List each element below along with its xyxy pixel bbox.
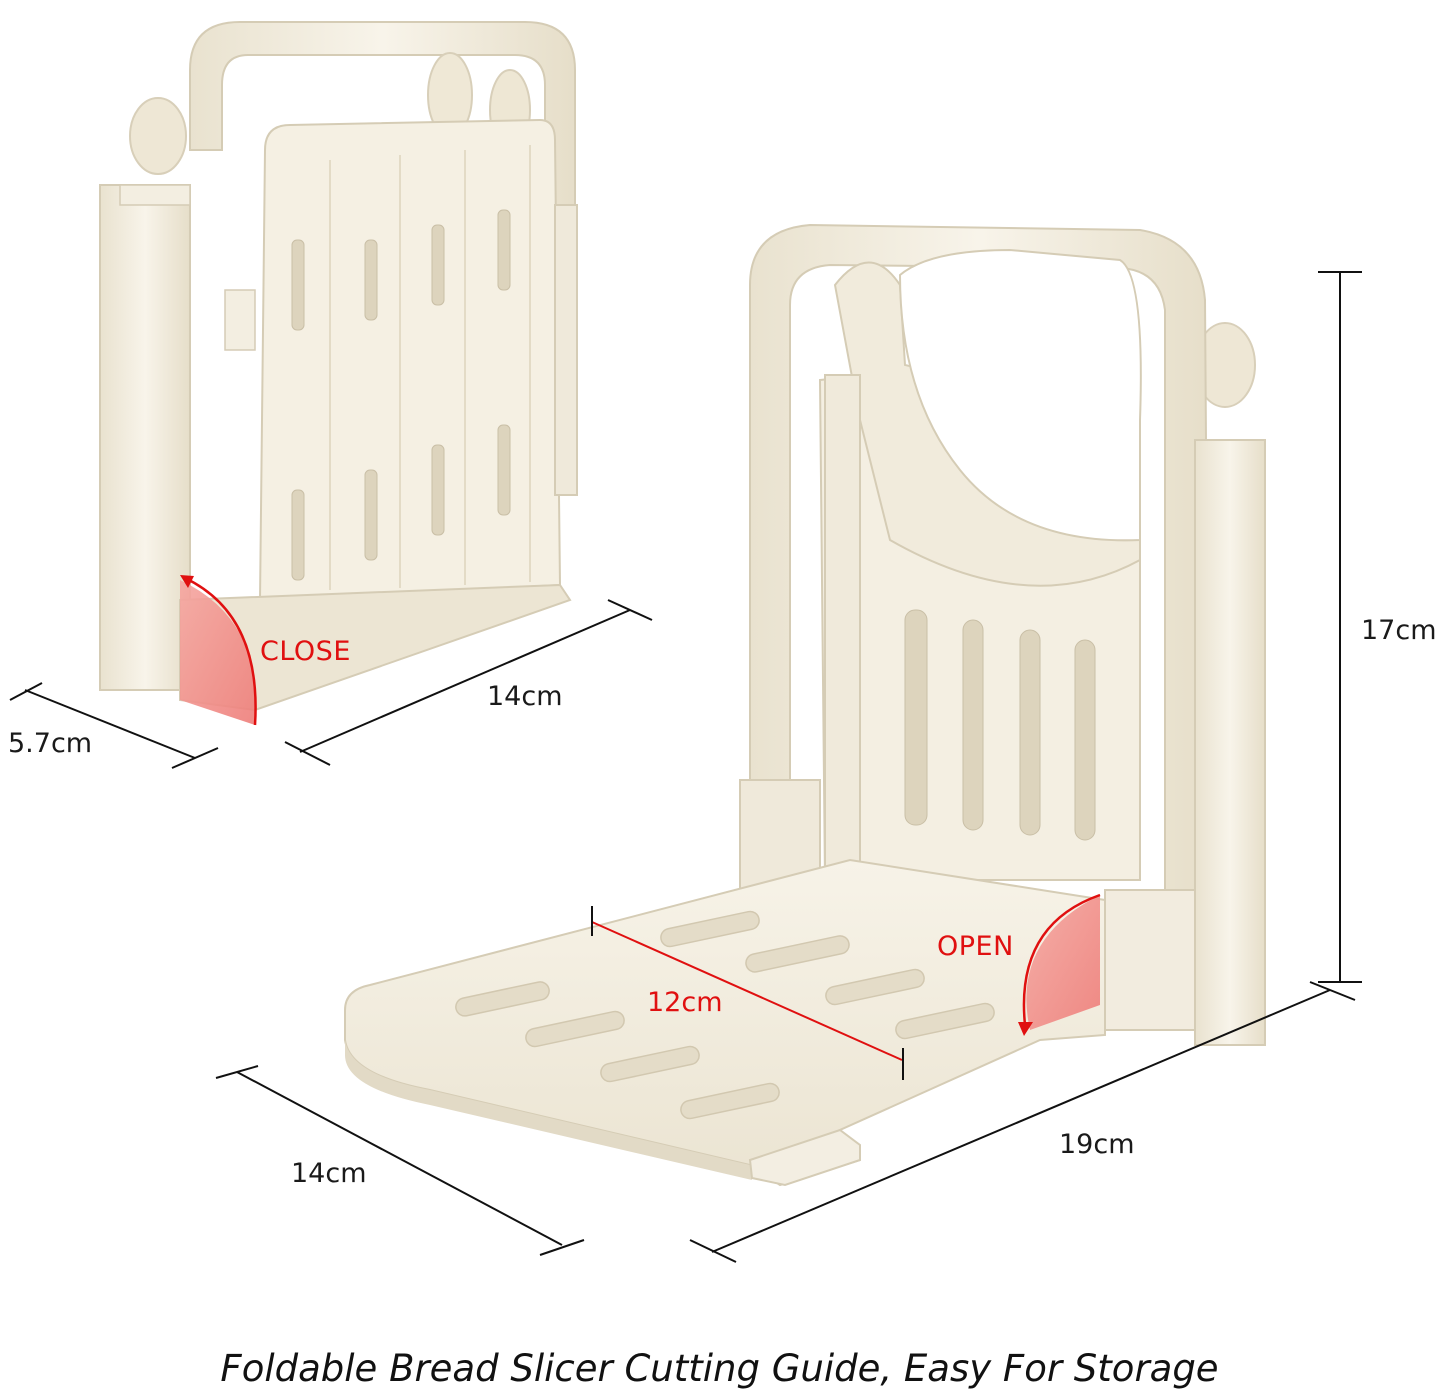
open-slicer: [344, 223, 1266, 1187]
close-indicator-fill: [180, 580, 257, 725]
closed-depth-label: 5.7cm: [8, 728, 93, 759]
open-length-label: 19cm: [1059, 1129, 1135, 1160]
product-caption: Foldable Bread Slicer Cutting Guide, Eas…: [220, 1347, 1219, 1390]
closed-width-label: 14cm: [487, 681, 563, 712]
close-arrow: [184, 576, 257, 726]
close-state-label: CLOSE: [260, 636, 351, 667]
closed-slicer: [99, 21, 578, 726]
open-height-label: 17cm: [1361, 615, 1437, 646]
open-arrow: [1022, 893, 1101, 1026]
closed-panel-slots: [291, 209, 511, 581]
dimension-lines: [9, 271, 1362, 1263]
open-board-slots: [904, 609, 1096, 841]
open-state-label: OPEN: [937, 931, 1014, 962]
base-plate-slots: [455, 910, 995, 1120]
base-depth-label: 14cm: [291, 1158, 367, 1189]
slot-spacing-label: 12cm: [647, 987, 723, 1018]
open-indicator-fill: [1026, 895, 1100, 1030]
